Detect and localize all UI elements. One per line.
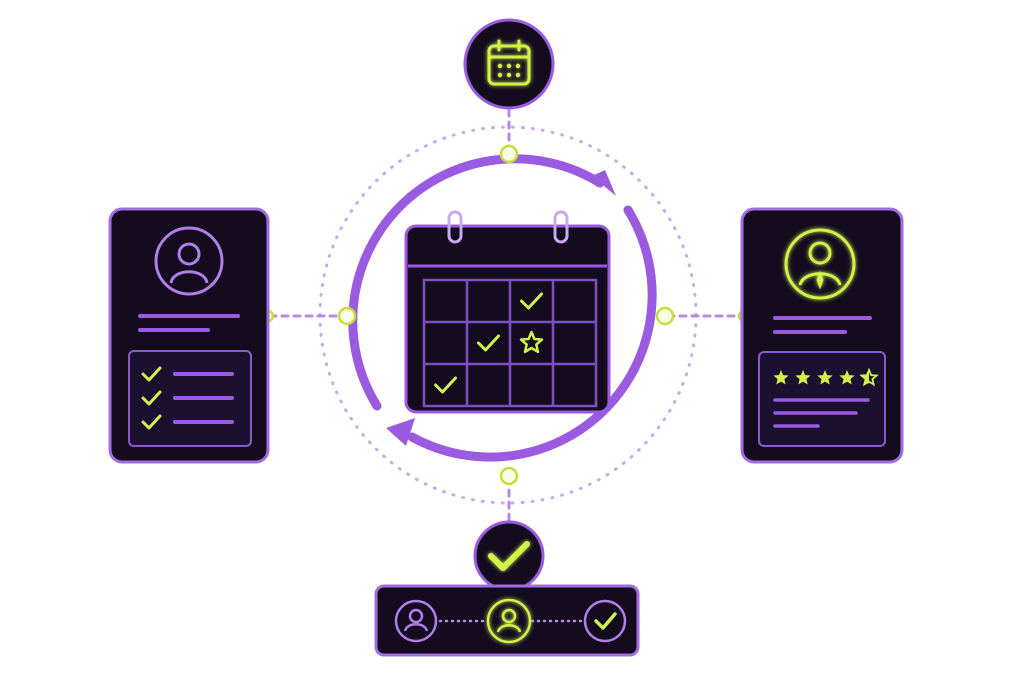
left-text-lines xyxy=(138,314,240,332)
bottom-flow-bar xyxy=(374,584,640,657)
checklist-item xyxy=(141,366,234,382)
user-tie-icon xyxy=(784,228,856,300)
check-icon xyxy=(141,414,162,430)
central-calendar xyxy=(404,210,611,414)
check-icon xyxy=(141,390,162,406)
calendar-rings xyxy=(447,210,569,244)
node-bottom xyxy=(499,466,519,486)
connectors xyxy=(268,96,744,528)
check-icon xyxy=(520,292,543,310)
star-icon xyxy=(817,370,833,385)
right-profile-card xyxy=(740,207,904,464)
node-right xyxy=(655,306,675,326)
star-icon xyxy=(773,370,789,385)
node-top xyxy=(499,144,519,164)
flow-step-1 xyxy=(394,599,438,643)
cycle-arrowhead-top xyxy=(592,170,616,196)
checklist-item xyxy=(141,414,234,430)
check-icon xyxy=(477,334,500,352)
flow-step-2 xyxy=(486,598,532,644)
check-icon xyxy=(434,376,457,394)
star-half-icon xyxy=(859,367,879,387)
user-icon xyxy=(154,226,224,296)
check-icon xyxy=(594,612,617,630)
star-icon xyxy=(839,370,855,385)
check-icon xyxy=(488,541,530,571)
checklist xyxy=(141,366,234,430)
bottom-check-node xyxy=(473,520,545,592)
star-icon xyxy=(519,330,544,354)
node-left xyxy=(337,306,357,326)
checklist-item xyxy=(141,390,234,406)
check-icon xyxy=(141,366,162,382)
right-text-lines xyxy=(773,316,872,334)
star-icon xyxy=(795,370,811,385)
cycle-arrowhead-bottom xyxy=(386,418,415,446)
rating-text-lines xyxy=(773,398,870,428)
top-calendar-node xyxy=(463,18,555,110)
calendar-grid xyxy=(422,278,598,408)
flow-step-3 xyxy=(583,599,627,643)
cycle-arc-upper xyxy=(348,154,605,411)
calendar-icon xyxy=(487,39,531,86)
left-profile-card xyxy=(108,207,270,464)
star-rating xyxy=(773,367,879,387)
